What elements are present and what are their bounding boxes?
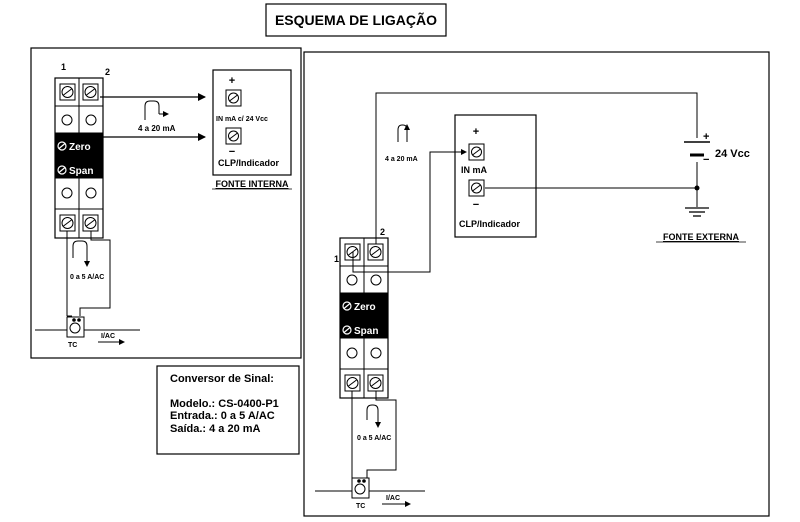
input-current-arrow-icon — [72, 240, 88, 258]
page-title: ESQUEMA DE LIGAÇÃO — [275, 11, 437, 28]
clp-indicator-internal — [212, 69, 292, 176]
spec-heading: Conversor de Sinal: — [170, 373, 274, 385]
internal-caption: FONTE INTERNA — [216, 179, 289, 189]
external-caption: FONTE EXTERNA — [663, 232, 740, 242]
signal-wire — [352, 149, 467, 273]
external-tc-label: TC — [356, 503, 365, 510]
internal-plus: + — [229, 75, 235, 87]
clp-indicator-external — [454, 114, 537, 238]
supply-positive-wire — [375, 92, 698, 244]
spec-box — [156, 365, 300, 455]
spec-model: Modelo.: CS-0400-P1 — [170, 398, 279, 410]
external-current-arrow-icon — [397, 124, 408, 142]
supply-plus: + — [703, 131, 709, 143]
spec-input: Entrada.: 0 a 5 A/AC — [170, 410, 275, 422]
terminal-1-label-external: 1 — [334, 254, 339, 264]
zero-label-external: Zero — [354, 302, 376, 313]
internal-supply-panel — [30, 47, 302, 359]
converter-module-internal: Zero Span — [54, 77, 104, 239]
current-arrow-icon — [144, 100, 160, 120]
ext-input-current-arrow-icon — [366, 404, 379, 420]
internal-minus: − — [229, 146, 235, 158]
external-out-current: 4 a 20 mA — [385, 156, 418, 163]
external-input-label: IN mA — [461, 165, 488, 175]
internal-out-current: 4 a 20 mA — [138, 124, 176, 133]
external-supply-panel — [303, 51, 770, 517]
external-minus: − — [473, 199, 479, 211]
external-plus: + — [473, 126, 479, 138]
internal-in-current: 0 a 5 A/AC — [70, 274, 104, 281]
internal-iac-label: I/AC — [101, 333, 115, 340]
internal-device-label: CLP/Indicador — [218, 158, 280, 168]
external-iac-label: I/AC — [386, 495, 400, 502]
external-in-current: 0 a 5 A/AC — [357, 435, 391, 442]
zero-label: Zero — [69, 142, 91, 153]
terminal-2-label-external: 2 — [380, 227, 385, 237]
title-box — [265, 3, 447, 37]
terminal-1-label: 1 — [61, 62, 66, 72]
ground-icon — [685, 207, 709, 217]
internal-tc-label: TC — [68, 342, 77, 349]
span-label-external: Span — [354, 326, 378, 337]
internal-input-label: IN mA c/ 24 Vcc — [216, 116, 268, 123]
span-label: Span — [69, 166, 93, 177]
supply-minus: − — [703, 154, 709, 166]
spec-output: Saída.: 4 a 20 mA — [170, 423, 261, 435]
converter-module-external: Zero Span — [339, 237, 389, 399]
terminal-2-label: 2 — [105, 67, 110, 77]
supply-voltage: 24 Vcc — [715, 148, 750, 160]
external-device-label: CLP/Indicador — [459, 219, 521, 229]
